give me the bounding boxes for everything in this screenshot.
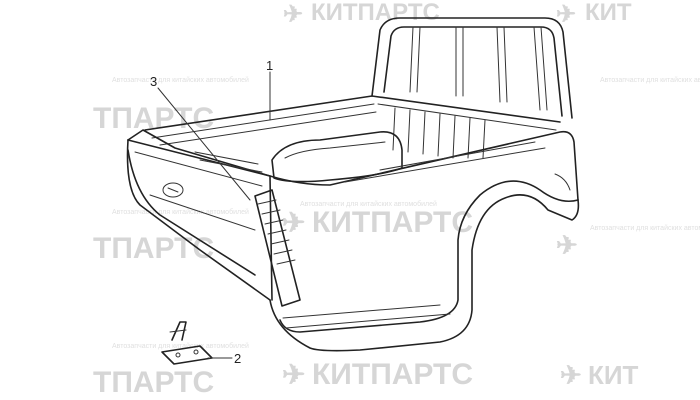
watermark-brand-left: ТПАРТС (93, 102, 214, 135)
callout-label-1: 1 (266, 58, 273, 73)
watermark-logo-icon: ✈ (283, 1, 303, 28)
watermark-tagline-lower-left: Автозапчасти для китайских автомобилей (112, 208, 249, 216)
watermark-brand-bottom-right: КИТ (588, 360, 639, 390)
watermark-tagline-left: Автозапчасти для китайских автомобилей (112, 76, 249, 84)
watermark-tagline-center: Автозапчасти для китайских автомобилей (300, 200, 437, 208)
callout-1: 1 (266, 58, 273, 121)
callout-2: 2 (207, 351, 241, 366)
front-bulkhead (371, 95, 561, 159)
bed-outer-body (126, 129, 580, 352)
watermark-layer: ✈ КИТПАРТС ✈ КИТ Автозапчасти для китайс… (93, 0, 700, 399)
watermark-tagline-right-low: Автозапчасти для китайских автомобилей (590, 224, 700, 232)
bed-left-rail (144, 95, 377, 146)
watermark-logo-icon: ✈ (560, 360, 582, 390)
wheel-well-hump (271, 131, 403, 183)
watermark-brand-top-right: КИТ (585, 0, 632, 26)
tailgate (127, 139, 273, 301)
truck-bed-assembly (126, 17, 580, 365)
watermark-brand-center: КИТПАРТС (312, 206, 473, 239)
watermark-bottom: ✈ КИТПАРТС Автозапчасти для китайских ав… (93, 342, 639, 399)
watermark-logo-icon: ✈ (556, 230, 578, 260)
watermark-brand-lower-left: ТПАРТС (93, 232, 214, 265)
watermark-tagline-right: Автозапчасти для китайских автомобилей (600, 76, 700, 84)
watermark-brand-top: КИТПАРТС (311, 0, 440, 26)
watermark-logo-icon: ✈ (556, 1, 576, 28)
watermark-brand-bottom: КИТПАРТС (312, 358, 473, 391)
callout-label-2: 2 (234, 351, 241, 366)
cab-guard-frame (371, 17, 573, 119)
callout-3: 3 (150, 74, 251, 201)
watermark-logo-icon: ✈ (282, 207, 305, 238)
watermark-logo-icon: ✈ (282, 359, 305, 390)
rear-corner-post (254, 189, 301, 307)
callout-label-3: 3 (150, 74, 157, 89)
bed-floor (194, 141, 546, 183)
watermark-middle: Автозапчасти для китайских автомобилей Т… (93, 76, 700, 265)
watermark-brand-bottom-left: ТПАРТС (93, 366, 214, 399)
watermark-tagline-bottom: Автозапчасти для китайских автомобилей (112, 342, 249, 350)
watermark-top: ✈ КИТПАРТС ✈ КИТ (283, 0, 632, 28)
